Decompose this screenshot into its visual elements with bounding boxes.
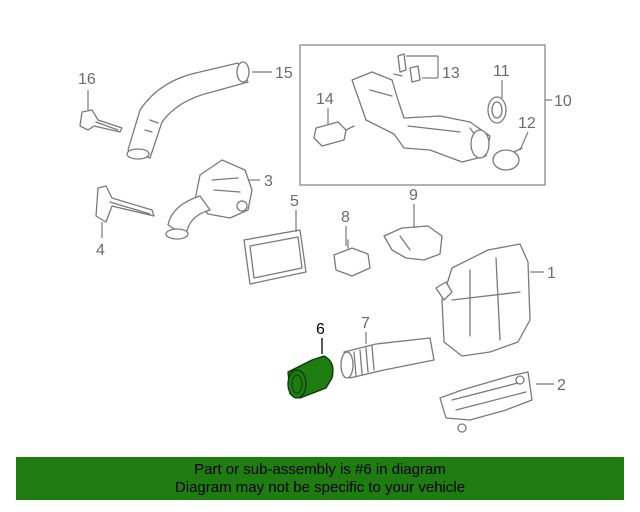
part-8-sensor[interactable] <box>333 239 371 277</box>
subassembly-10-box <box>299 44 546 186</box>
part-15-intake-pipe[interactable] <box>126 61 250 160</box>
callout-8: 8 <box>341 209 350 226</box>
part-12-clamp[interactable] <box>492 147 523 171</box>
part-6-elbow-hose[interactable] <box>287 355 334 399</box>
callout-5: 5 <box>290 193 299 210</box>
part-14-sensor[interactable] <box>313 121 355 147</box>
part-1-air-box[interactable] <box>435 243 531 357</box>
callout-9: 9 <box>409 187 418 204</box>
callout-13: 13 <box>442 65 460 82</box>
part-7-intake-duct[interactable] <box>340 337 435 379</box>
callout-12: 12 <box>518 115 536 132</box>
callout-leaders <box>87 55 554 385</box>
callout-1: 1 <box>547 265 556 282</box>
callout-11: 11 <box>493 63 510 80</box>
callout-6: 6 <box>316 321 325 338</box>
part-3-throttle-housing[interactable] <box>165 159 253 240</box>
part-13-bolts[interactable] <box>393 53 421 83</box>
part-10-subassembly[interactable] <box>351 71 491 163</box>
callout-4: 4 <box>96 242 105 259</box>
part-9-cover[interactable] <box>383 225 443 261</box>
banner-line-2: Diagram may not be specific to your vehi… <box>174 479 466 496</box>
part-2-tray[interactable] <box>439 371 533 433</box>
callout-15: 15 <box>275 65 293 82</box>
part-16-bracket[interactable] <box>79 109 123 133</box>
part-5-air-filter[interactable] <box>243 229 307 285</box>
callout-2: 2 <box>557 377 566 394</box>
callout-3: 3 <box>264 173 273 190</box>
banner-line-1: Part or sub-assembly is #6 in diagram <box>194 461 446 478</box>
callout-16: 16 <box>78 71 96 88</box>
part-4-bracket[interactable] <box>95 185 155 223</box>
info-banner: Part or sub-assembly is #6 in diagram Di… <box>16 457 624 500</box>
part-11-ring[interactable] <box>487 96 507 124</box>
callout-10: 10 <box>554 93 572 110</box>
callout-7: 7 <box>361 315 370 332</box>
callout-14: 14 <box>316 91 334 108</box>
